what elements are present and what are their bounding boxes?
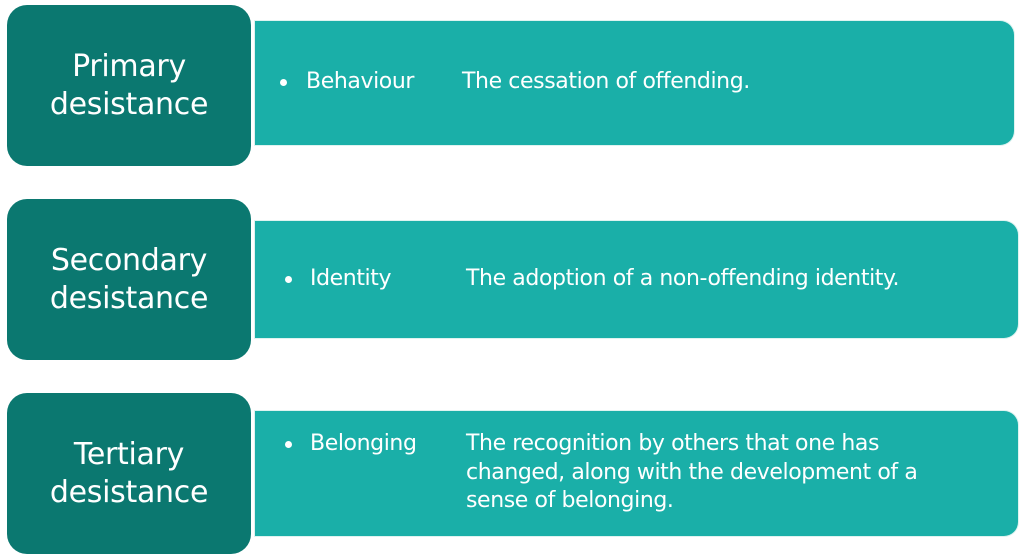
description-line-3: sense of belonging. [466,488,674,513]
description-line-2: changed, along with the development of a [466,459,918,485]
bullet-icon [285,276,292,283]
aspect-description: The cessation of offending. [462,68,750,97]
aspect-description: The adoption of a non-offending identity… [466,265,899,294]
stage-title-line-1: Secondary [50,242,208,278]
description-line-1: The cessation of offending. [462,69,750,94]
aspect-label: Belonging [310,431,417,456]
detail-box-tertiary: Belonging The recognition by others that… [255,411,1018,536]
stage-title-line-2: desistance [49,474,209,510]
stage-title-line-2: desistance [49,280,209,316]
aspect-description: The recognition by others that one has c… [466,430,918,516]
bullet-icon [280,79,287,86]
stage-title-line-1: Primary [72,48,186,84]
description-line-1: The recognition by others that one has [466,431,880,456]
detail-box-primary: Behaviour The cessation of offending. [255,21,1014,145]
stage-title-line-1: Tertiary [73,436,185,472]
aspect-label: Behaviour [306,69,415,94]
bullet-icon [285,441,292,448]
stage-title: Tertiary desistance [49,436,209,512]
stage-title: Secondary desistance [49,242,209,318]
stage-box-primary: Primary desistance [7,5,251,166]
stage-title: Primary desistance [49,48,209,124]
stage-box-tertiary: Tertiary desistance [7,393,251,554]
description-line-1: The adoption of a non-offending identity… [466,266,900,291]
stage-box-secondary: Secondary desistance [7,199,251,360]
detail-box-secondary: Identity The adoption of a non-offending… [255,221,1018,338]
stage-title-line-2: desistance [49,86,209,122]
aspect-label: Identity [310,266,392,291]
